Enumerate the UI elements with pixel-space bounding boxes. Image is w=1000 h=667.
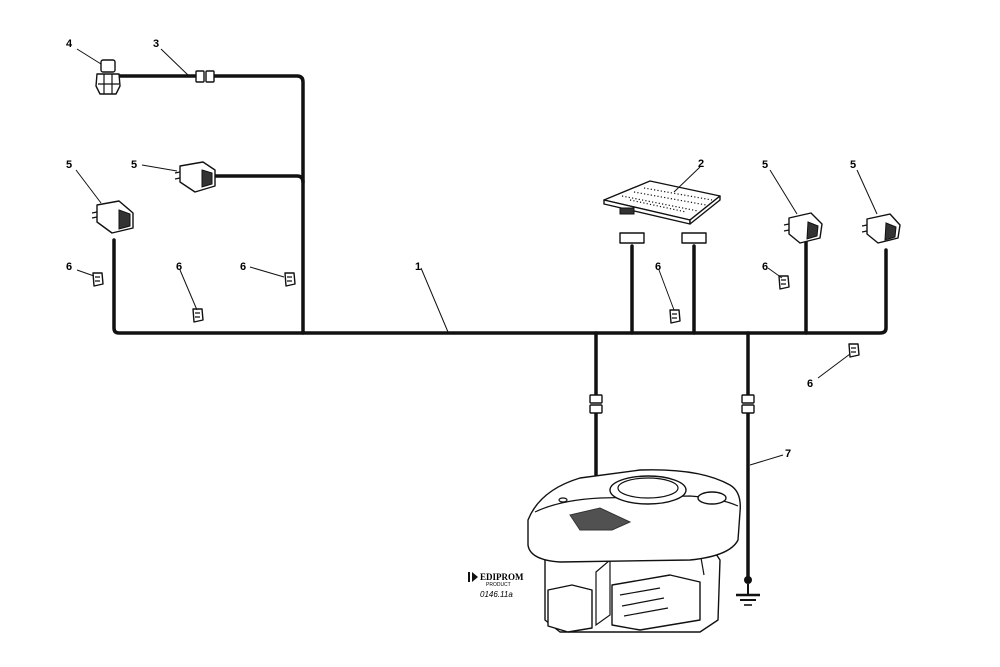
clip-4 [669,309,681,324]
callout-5-right-a: 5 [762,159,768,171]
callout-6-b: 6 [176,261,182,273]
clip-3 [284,272,296,287]
callout-4: 4 [66,38,73,50]
callout-6-c: 6 [240,261,246,273]
switch-part-5-center [174,161,216,193]
callout-5-left: 5 [66,159,72,171]
callout-labels: 4 3 5 5 2 5 5 6 6 6 1 6 6 6 7 [66,38,856,460]
clip-6 [848,343,860,358]
clip-2 [192,308,204,323]
callout-5-right-b: 5 [850,159,856,171]
clip-5 [778,275,790,290]
logo-sub: PRODUCT [486,582,511,588]
inline-connector-top [195,70,215,83]
callout-3: 3 [153,38,159,50]
sensor-part-4 [95,59,121,95]
logo-brand: EDIPROM [480,572,524,582]
inline-connector-ground [741,394,755,414]
callout-1: 1 [415,261,421,273]
switch-part-5-right-b [861,213,901,244]
clip-1 [92,272,104,287]
callout-6-d: 6 [655,261,661,273]
callout-7: 7 [785,448,791,460]
callout-5-center: 5 [131,159,137,171]
callout-6-f: 6 [807,378,813,390]
engine-illustration [527,469,741,633]
switch-part-5-right-a [783,212,823,244]
switch-part-5-left [91,200,134,234]
ground-symbol [736,576,760,606]
clips-part-6 [92,272,860,358]
callout-2: 2 [698,158,704,170]
publisher-logo: EDIPROM PRODUCT [468,572,524,588]
logo-mark-icon [468,572,478,582]
callout-6-e: 6 [762,261,768,273]
drawing-reference: 0146.11a [480,590,513,599]
control-board-part-2 [603,180,721,244]
leader-lines [75,48,878,466]
main-harness [112,74,888,580]
inline-connector-engine [589,394,603,414]
callout-6-a: 6 [66,261,72,273]
